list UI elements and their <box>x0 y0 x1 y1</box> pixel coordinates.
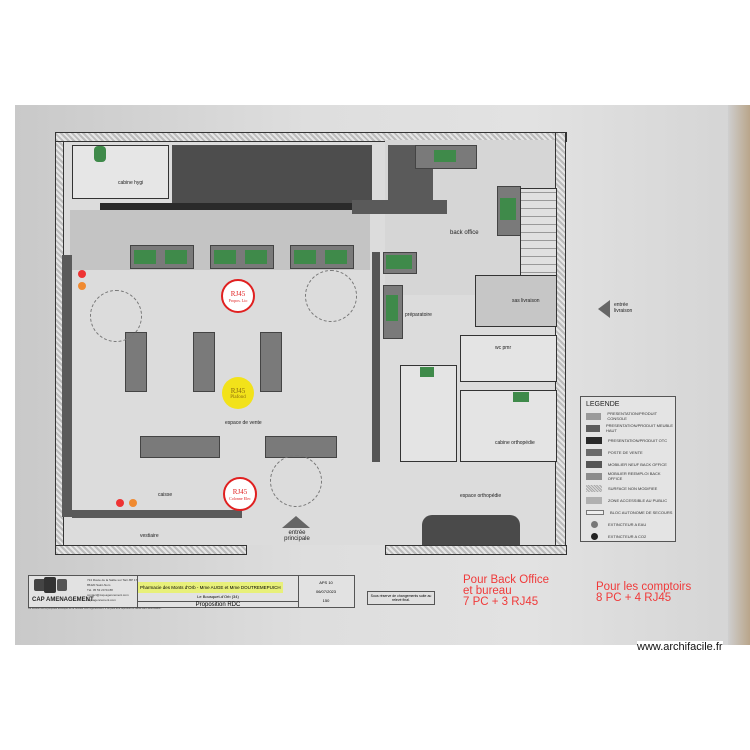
gondola <box>125 332 147 392</box>
wall-bottom-left <box>55 545 247 555</box>
legend-item: PRESENTATION/PRODUIT MEUBLE HAUT <box>581 422 675 434</box>
gondola <box>260 332 282 392</box>
room-wc-pmr <box>460 335 557 382</box>
front-shelving <box>72 510 242 518</box>
label-back-office: back office <box>450 230 479 236</box>
workstation <box>165 250 187 264</box>
logo-icon <box>34 579 46 591</box>
workstation <box>245 250 267 264</box>
room-cabine-hygi <box>72 145 169 199</box>
counter-3 <box>290 245 354 269</box>
company-name: CAP AMENAGEMENT <box>32 597 94 603</box>
logo-icon <box>44 577 56 593</box>
scale: 150 <box>322 598 330 603</box>
delivery-arrow-icon <box>598 300 610 318</box>
legend-item: MOBILIER REEMPLOI BACK OFFICE <box>581 470 675 482</box>
label-entree-livraison: entrée livraison <box>614 302 633 314</box>
co2-extinguisher-icon <box>590 532 598 540</box>
label-cabine-hygi: cabine hygi <box>118 180 144 186</box>
legend-title: LEGENDE <box>586 401 620 408</box>
workstation <box>94 146 106 162</box>
entrance-arrow-icon <box>282 516 310 528</box>
legend-item: MOBILIER NEUF BACK OFFICE <box>581 458 675 470</box>
logo-icon <box>57 579 67 591</box>
workstation <box>386 255 412 269</box>
workstation <box>325 250 347 264</box>
project-name: Pharmacie des Monts d'Orb - Mme AUGE et … <box>138 582 283 593</box>
staircase <box>520 188 557 290</box>
legend-item: PRESENTATION/PRODUIT OTC <box>581 434 675 446</box>
gondola <box>193 332 215 392</box>
otc-shelf <box>100 203 380 210</box>
extinguisher-icon <box>78 270 86 278</box>
project-location: Le Bousquet-d'Orb (34) <box>197 594 239 599</box>
water-extinguisher-icon <box>590 520 598 528</box>
ortho-counter <box>422 515 520 545</box>
workstation <box>214 250 236 264</box>
turning-circle <box>305 270 357 322</box>
workstation <box>513 392 529 402</box>
room-cabine-1 <box>400 365 457 462</box>
turning-circle <box>90 290 142 342</box>
copyright-note: Ce dossier est la propriété artistique d… <box>28 607 162 610</box>
drawing-title: Proposition RDC <box>138 601 298 608</box>
partition-shelving <box>372 252 380 462</box>
workstation <box>500 198 516 220</box>
date: 06/07/2023 <box>315 589 337 594</box>
wall-bottom-right <box>385 545 567 555</box>
label-caisse: caisse <box>158 492 173 498</box>
watermark: www.archifacile.fr <box>637 641 723 653</box>
label-wc-pmr: wc pmr <box>495 345 512 351</box>
legend-item: SURFACE NON MODIFIEE <box>581 482 675 494</box>
workstation <box>420 367 434 377</box>
phase: APS 10 <box>319 580 333 585</box>
label-cabine-ortho: cabine orthopédie <box>495 440 535 446</box>
wall-shelving <box>62 255 72 517</box>
label-espace-ortho: espace orthopédie <box>460 493 502 499</box>
title-block: CAP AMENAGEMENT 724 Route de la Sable su… <box>28 575 355 608</box>
extinguisher-icon <box>116 499 124 507</box>
gondola <box>140 436 220 458</box>
workstation <box>134 250 156 264</box>
revision-note: Sous réserve de changements suite au rel… <box>367 591 435 605</box>
legend-item: PRESENTATION/PRODUIT CONSOLE <box>581 410 675 422</box>
label-preparatoire: préparatoire <box>405 312 432 318</box>
extinguisher-icon <box>78 282 86 290</box>
turning-circle <box>270 455 322 507</box>
extinguisher-icon <box>129 499 137 507</box>
legend: LEGENDE PRESENTATION/PRODUIT CONSOLE PRE… <box>580 396 676 542</box>
wall-top <box>55 132 567 142</box>
room-cabine-ortho <box>460 390 557 462</box>
legend-item: POSTE DE VENTE <box>581 446 675 458</box>
workstation <box>294 250 316 264</box>
back-office-furniture <box>352 200 447 214</box>
legend-item: EXTINCTEUR A CO2 <box>581 530 675 542</box>
legend-item: ZONE ACCESSIBLE AU PUBLIC <box>581 494 675 506</box>
sheet-edge <box>728 105 750 645</box>
dark-storage <box>172 145 372 203</box>
label-espace-vente: espace de vente <box>225 420 262 426</box>
legend-item: BLOC AUTONOME DE SECOURS <box>581 506 675 518</box>
label-vestiaire: vestiaire <box>140 533 159 539</box>
label-sas-livraison: sas livraison <box>512 298 540 304</box>
workstation <box>386 295 398 321</box>
label-entree-principale: entrée principale <box>284 530 310 542</box>
workstation <box>434 150 456 162</box>
room-sas-livraison <box>475 275 557 327</box>
legend-item: EXTINCTEUR A EAU <box>581 518 675 530</box>
